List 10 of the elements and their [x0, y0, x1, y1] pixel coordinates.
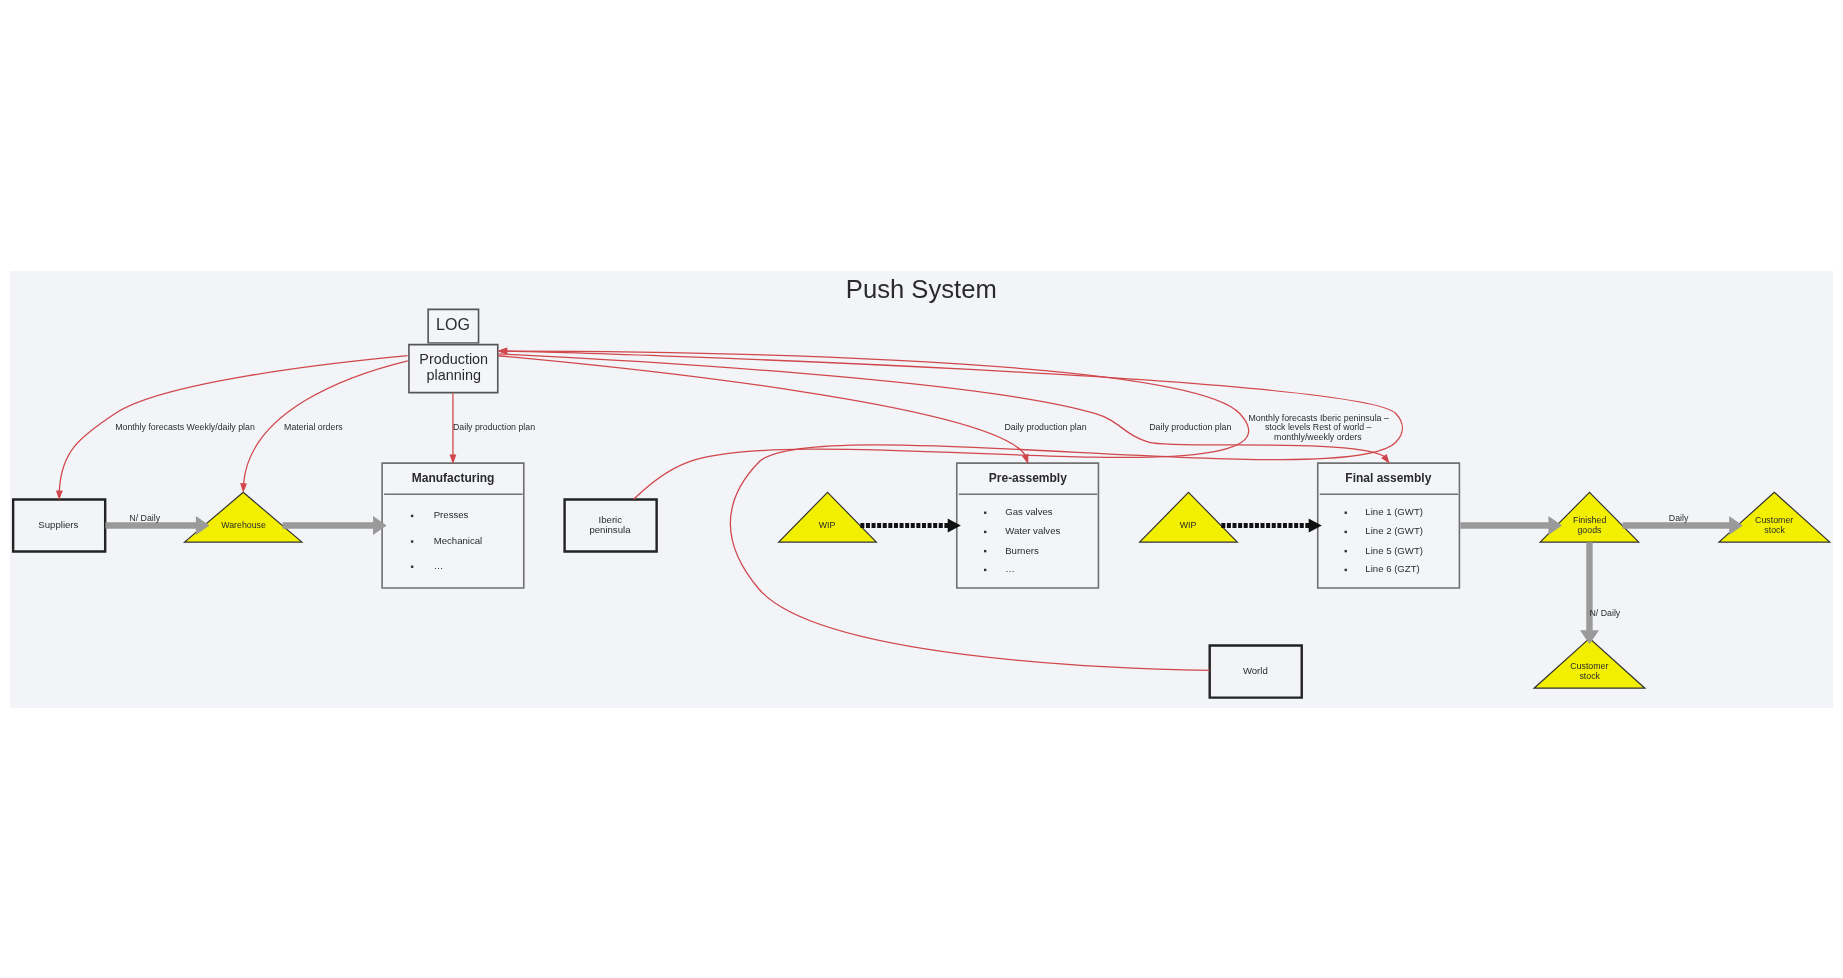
edge-label: N/ Daily	[1589, 607, 1621, 618]
edge-label: Monthly forecasts Weekly/daily plan	[115, 421, 255, 432]
diagram-title: Push System	[845, 274, 997, 303]
edge-label: Material orders	[284, 421, 343, 432]
edge-label: Daily production plan	[1149, 421, 1232, 432]
edge-label: Monthly forecasts Iberic peninsula – stock levels Rest of world – monthly/weekly orders	[1248, 412, 1389, 442]
edge-label: Daily	[1668, 512, 1689, 523]
edge-label: N/ Daily	[129, 512, 161, 523]
edge-label: Daily production plan	[452, 421, 536, 432]
edge-label: Daily production plan	[1004, 421, 1087, 432]
